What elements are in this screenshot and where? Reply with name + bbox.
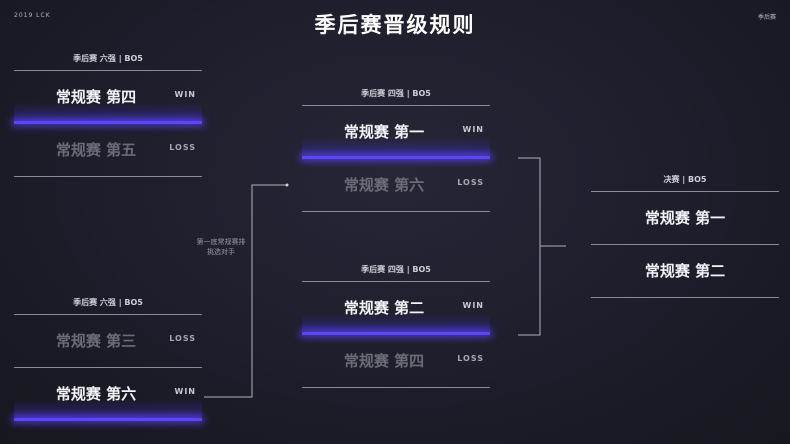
seeding-note: 第一底常规赛排 挑选对手 [186,237,256,257]
team-slot-winner[interactable]: 常规赛 第六 WIN [14,368,202,421]
connector-quarterfinal-to-semifinal [204,184,286,398]
team-name: 常规赛 第六 [343,176,425,194]
team-name: 常规赛 第五 [55,141,137,159]
team-slot-winner[interactable]: 常规赛 第二 WIN [302,282,490,335]
connector-semifinals-to-final [518,157,541,336]
result-tag: WIN [462,301,484,310]
match-header: 季后赛 四强 | BO5 [302,83,490,106]
match-header: 决赛 | BO5 [591,169,779,192]
team-slot[interactable]: 常规赛 第二 [591,245,779,298]
match-header: 季后赛 六强 | BO5 [14,292,202,315]
team-slot-winner[interactable]: 常规赛 第四 WIN [14,71,202,124]
match-header: 季后赛 六强 | BO5 [14,48,202,71]
team-slot-loser[interactable]: 常规赛 第六 LOSS [302,159,490,212]
match-final: 决赛 | BO5 常规赛 第一 常规赛 第二 [591,169,779,298]
team-name: 常规赛 第二 [644,262,726,280]
result-tag: WIN [174,387,196,396]
team-name: 常规赛 第四 [55,88,137,106]
result-tag: LOSS [169,334,196,343]
season-label: 2019 LCK [14,12,51,19]
team-slot-loser[interactable]: 常规赛 第四 LOSS [302,335,490,388]
team-slot[interactable]: 常规赛 第一 [591,192,779,245]
connector-dot [285,183,289,187]
top-right-label: 季后赛 [757,14,776,21]
team-slot-loser[interactable]: 常规赛 第五 LOSS [14,124,202,177]
result-tag: LOSS [457,354,484,363]
team-slot-winner[interactable]: 常规赛 第一 WIN [302,106,490,159]
seeding-note-line: 第一底常规赛排 [196,238,246,246]
page-title: 季后赛晋级规则 [314,13,476,37]
match-header: 季后赛 四强 | BO5 [302,259,490,282]
team-name: 常规赛 第六 [55,385,137,403]
result-tag: WIN [174,90,196,99]
team-name: 常规赛 第一 [343,123,425,141]
team-name: 常规赛 第四 [343,352,425,370]
match-quarterfinal-b: 季后赛 六强 | BO5 常规赛 第三 LOSS 常规赛 第六 WIN [14,292,202,421]
match-semifinal-b: 季后赛 四强 | BO5 常规赛 第二 WIN 常规赛 第四 LOSS [302,259,490,388]
team-slot-loser[interactable]: 常规赛 第三 LOSS [14,315,202,368]
result-tag: LOSS [169,143,196,152]
seeding-note-line: 挑选对手 [207,248,235,256]
match-semifinal-a: 季后赛 四强 | BO5 常规赛 第一 WIN 常规赛 第六 LOSS [302,83,490,212]
result-tag: LOSS [457,178,484,187]
result-tag: WIN [462,125,484,134]
team-name: 常规赛 第三 [55,332,137,350]
team-name: 常规赛 第一 [644,209,726,227]
match-quarterfinal-a: 季后赛 六强 | BO5 常规赛 第四 WIN 常规赛 第五 LOSS [14,48,202,177]
team-name: 常规赛 第二 [343,299,425,317]
